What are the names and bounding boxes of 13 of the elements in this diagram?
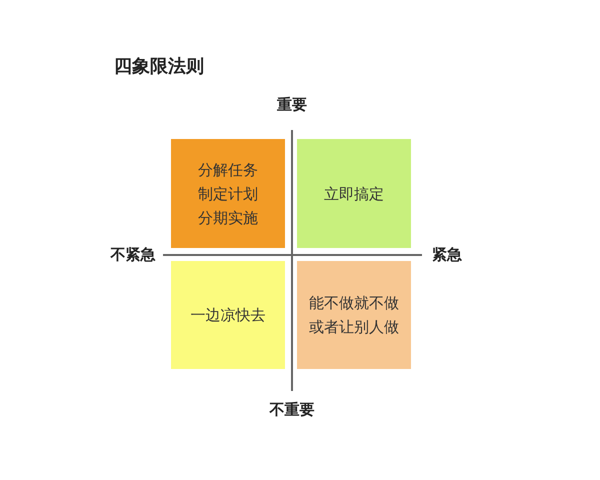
- quadrant-text: 能不做就不做或者让别人做: [309, 293, 399, 338]
- title: 四象限法则: [114, 55, 204, 78]
- axis-label: 不重要: [270, 400, 314, 420]
- quadrant-box: [171, 139, 285, 248]
- quadrant-box: [171, 261, 285, 369]
- axis-label: 紧急: [432, 246, 462, 264]
- axis-label: 不紧急: [110, 246, 156, 264]
- quadrant-text: 立即搞定: [324, 184, 384, 204]
- quadrant-text: 分解任务制定计划分期实施: [198, 160, 258, 228]
- quadrant-box: [297, 261, 411, 369]
- quadrant-text: 一边凉快去: [190, 305, 266, 326]
- quadrant-box: [297, 139, 411, 248]
- axis-label: 重要: [277, 96, 307, 114]
